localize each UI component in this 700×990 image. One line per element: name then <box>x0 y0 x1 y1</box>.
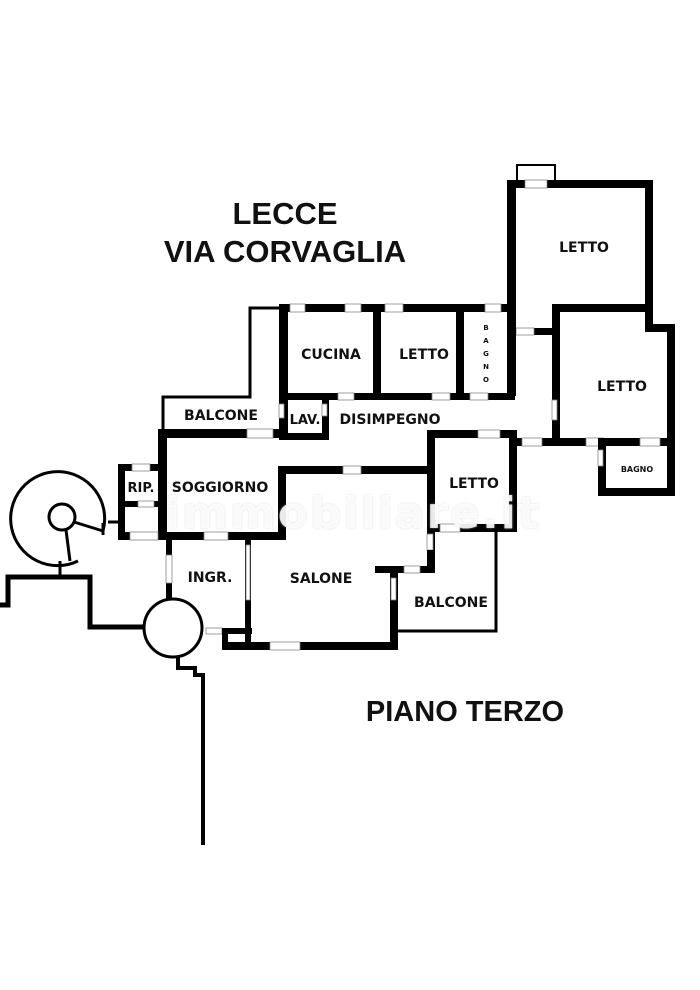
city-title: LECCE <box>232 196 338 231</box>
room-label-rip: RIP. <box>128 481 155 496</box>
room-label-lav: LAV. <box>290 413 321 428</box>
room-label-cucina: CUCINA <box>301 347 361 363</box>
room-label-letto-right: LETTO <box>597 379 647 395</box>
landing-circle <box>142 597 204 659</box>
spiral-staircase <box>9 470 118 576</box>
walls-living <box>118 429 498 651</box>
room-label-bagno-vertical: B A G N O <box>483 324 489 384</box>
room-label-letto-top-right: LETTO <box>559 240 609 256</box>
walls-cucina-row <box>278 303 516 440</box>
street-title: VIA CORVAGLIA <box>163 234 407 269</box>
stair-railing <box>0 574 145 630</box>
room-label-letto-middle: LETTO <box>399 347 449 363</box>
floor-title: PIANO TERZO <box>365 696 565 728</box>
room-label-letto-center: LETTO <box>449 476 499 492</box>
room-label-disimpegno: DISIMPEGNO <box>340 412 441 428</box>
room-label-balcone-bottom: BALCONE <box>414 595 488 611</box>
walls-letto-top-right <box>507 164 675 446</box>
room-label-salone: SALONE <box>290 571 353 587</box>
watermark: immobiliare.it <box>165 488 541 539</box>
svg-text:A: A <box>483 337 489 345</box>
svg-text:N: N <box>483 363 489 371</box>
svg-text:O: O <box>483 376 489 384</box>
descending-line <box>176 656 205 845</box>
svg-text:B: B <box>483 324 488 332</box>
walls-center <box>426 429 675 568</box>
room-label-ingresso: INGR. <box>188 570 233 586</box>
room-label-bagno-small: BAGNO <box>621 465 654 474</box>
room-label-balcone-top: BALCONE <box>184 408 258 424</box>
walls-balcone-top <box>158 306 288 439</box>
room-label-soggiorno: SOGGIORNO <box>172 480 269 496</box>
svg-text:G: G <box>483 350 489 358</box>
